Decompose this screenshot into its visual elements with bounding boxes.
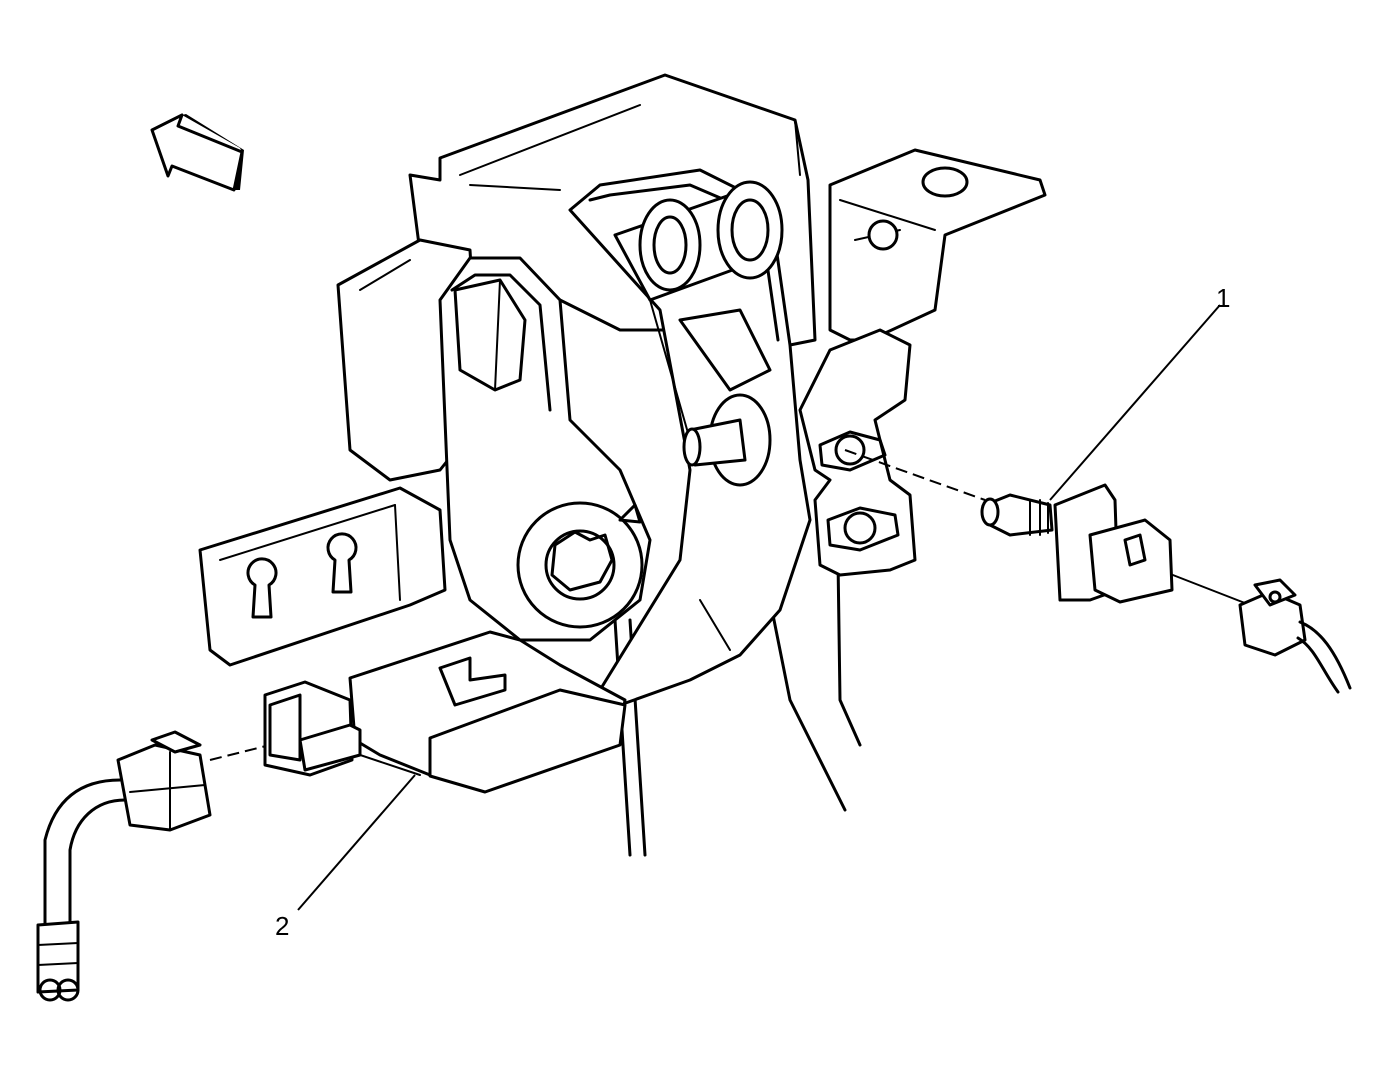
- pedal-pivot-clip: [516, 501, 644, 629]
- keyhole-slot-left: [246, 557, 278, 619]
- switch-harness-connector: [1238, 578, 1352, 694]
- connector-alignment-line: [209, 744, 271, 761]
- callout-2-label: 2: [275, 911, 289, 941]
- switch-connector-line: [1159, 569, 1251, 606]
- center-plate: [568, 168, 812, 707]
- switch-mount-slot-upper: [818, 430, 887, 472]
- keyhole-slot-right: [326, 532, 358, 594]
- forward-arrow-icon: [150, 113, 244, 192]
- callout-2: 2: [275, 774, 416, 941]
- pedal-arm: [438, 256, 652, 642]
- switch-mounting-bracket: [798, 148, 1047, 577]
- sensor-connector-socket: [263, 680, 362, 777]
- upper-pivot-shaft: [613, 180, 784, 302]
- callout-1: 1: [1049, 283, 1230, 501]
- switch-mount-slot-lower: [826, 506, 900, 552]
- lower-pivot-pin: [678, 308, 772, 487]
- sensor-harness-connector: [36, 730, 212, 1002]
- callout-1-label: 1: [1216, 283, 1230, 313]
- switch-alignment-line: [844, 449, 986, 501]
- pedal-position-sensor: [348, 630, 627, 794]
- harness-tape-wrap: [36, 920, 80, 1002]
- brake-switch: [980, 483, 1174, 604]
- pivot-bushing: [453, 278, 527, 392]
